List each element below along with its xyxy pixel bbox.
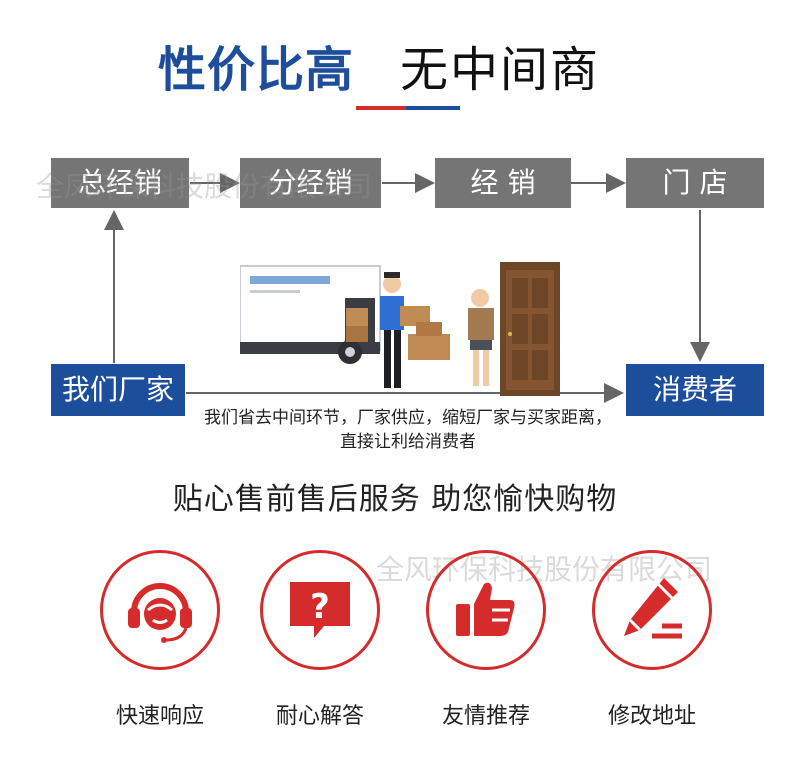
accent-bar-blue xyxy=(406,106,460,110)
flow-box-store: 门 店 xyxy=(626,158,764,208)
service-patient-answer: ? 耐心解答 xyxy=(254,550,386,730)
delivery-illustration xyxy=(240,262,560,396)
service-slogan: 贴心售前售后服务 助您愉快购物 xyxy=(172,482,618,517)
pencil-edit-icon xyxy=(624,578,682,639)
service-friendly-recommend: 友情推荐 xyxy=(420,550,552,730)
svg-text:?: ? xyxy=(310,587,330,627)
headset-agent-icon xyxy=(128,583,192,643)
service-label: 友情推荐 xyxy=(441,704,530,729)
flow-box-distributor: 经 销 xyxy=(435,158,571,208)
flow-box-sub-distributor: 分经销 xyxy=(240,158,381,208)
service-fast-response: 快速响应 xyxy=(94,550,226,730)
service-circle xyxy=(100,550,220,670)
flow-box-general-distributor: 总经销 xyxy=(51,158,189,208)
service-circle xyxy=(592,550,712,670)
service-label: 耐心解答 xyxy=(275,704,364,729)
service-label: 修改地址 xyxy=(607,704,696,729)
service-circle xyxy=(426,550,546,670)
service-circle: ? xyxy=(260,550,380,670)
consumer-box: 消费者 xyxy=(626,364,764,416)
accent-bar-red xyxy=(356,106,406,110)
service-label: 快速响应 xyxy=(115,704,204,729)
question-bubble-icon: ? xyxy=(290,582,350,638)
thumbs-up-icon xyxy=(456,582,515,636)
manufacturer-box: 我们厂家 xyxy=(51,364,185,416)
service-change-address: 修改地址 xyxy=(586,550,718,730)
headline-right: 无中间商 xyxy=(400,42,601,98)
headline-left: 性价比高 xyxy=(158,42,355,98)
flow-caption: 我们省去中间环节，厂家供应，缩短厂家与买家距离，直接让利给消费者 xyxy=(204,408,612,452)
